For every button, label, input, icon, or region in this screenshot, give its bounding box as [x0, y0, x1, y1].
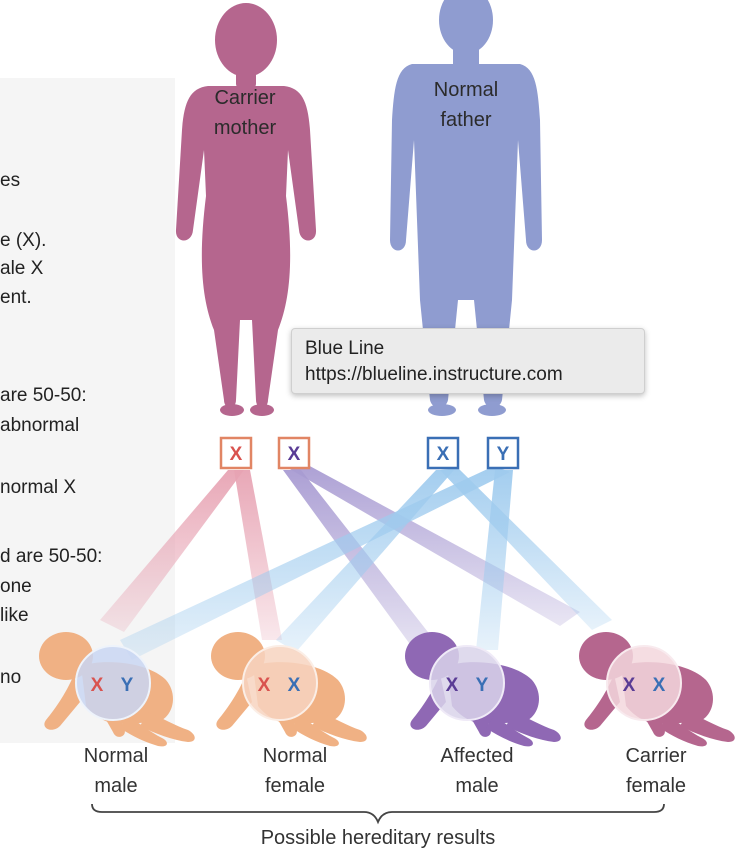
child2-label-line2: female — [265, 775, 325, 797]
baby-normal-female: X X — [211, 632, 367, 747]
child3-label-line1: Affected — [440, 745, 513, 767]
mother-silhouette — [175, 3, 317, 416]
side-text-2: e (X). — [0, 230, 47, 251]
side-text-9: one — [0, 576, 32, 597]
side-text-6: abnormal — [0, 415, 80, 436]
child3-chromosome-1: X — [446, 675, 459, 696]
child4-label-line1: Carrier — [625, 745, 686, 767]
father-silhouette — [390, 0, 542, 416]
child2-chromosome-1: X — [258, 675, 271, 696]
side-text-3: ale X — [0, 258, 44, 279]
beam-mother-x1-to-child2 — [234, 470, 282, 640]
child4-chromosome-1: X — [623, 675, 636, 696]
tooltip-title: Blue Line — [305, 338, 385, 359]
beam-mother-x1-to-child1 — [100, 470, 244, 632]
child1-chromosome-1: X — [91, 675, 104, 696]
side-text-1: es — [0, 170, 21, 191]
baby-normal-male: X Y — [39, 632, 195, 747]
side-text-4: ent. — [0, 287, 32, 308]
child1-label-line1: Normal — [84, 745, 148, 767]
side-text-8: d are 50-50: — [0, 546, 103, 567]
father-chromosome-y: Y — [486, 436, 520, 470]
child1-label-line2: male — [94, 775, 137, 797]
inheritance-beams — [100, 464, 612, 660]
svg-text:Y: Y — [497, 444, 510, 465]
svg-text:X: X — [437, 444, 450, 465]
child1-chromosome-2: Y — [121, 675, 134, 696]
side-text-10: like — [0, 605, 29, 626]
svg-text:X: X — [288, 444, 301, 465]
side-text-7: normal X — [0, 477, 77, 498]
father-chromosome-x: X — [426, 436, 460, 470]
father-label-line2: father — [440, 109, 491, 131]
child4-chromosome-2: X — [653, 675, 666, 696]
beam-father-y-to-child3 — [476, 470, 513, 650]
mother-chromosome-x1: X — [219, 436, 253, 470]
mother-label-line1: Carrier — [214, 87, 275, 109]
beam-father-x-to-child4 — [440, 468, 612, 630]
baby-carrier-female: X X — [579, 632, 735, 747]
svg-text:X: X — [230, 444, 243, 465]
child2-chromosome-2: X — [288, 675, 301, 696]
link-tooltip: Blue Line https://blueline.instructure.c… — [291, 328, 645, 394]
baby-affected-male: X Y — [405, 632, 561, 747]
child3-chromosome-2: Y — [476, 675, 489, 696]
beam-father-y-to-child1 — [120, 466, 510, 660]
mother-label-line2: mother — [214, 117, 277, 139]
child3-label-line2: male — [455, 775, 498, 797]
child2-label-line1: Normal — [263, 745, 327, 767]
results-label: Possible hereditary results — [261, 827, 496, 849]
side-text-5: are 50-50: — [0, 385, 87, 406]
father-label-line1: Normal — [434, 79, 498, 101]
side-text-11: no — [0, 667, 22, 688]
results-brace — [91, 803, 665, 825]
beam-mother-x2-to-child4 — [288, 464, 580, 626]
child4-label-line2: female — [626, 775, 686, 797]
mother-chromosome-x2: X — [277, 436, 311, 470]
tooltip-url: https://blueline.instructure.com — [305, 364, 563, 385]
